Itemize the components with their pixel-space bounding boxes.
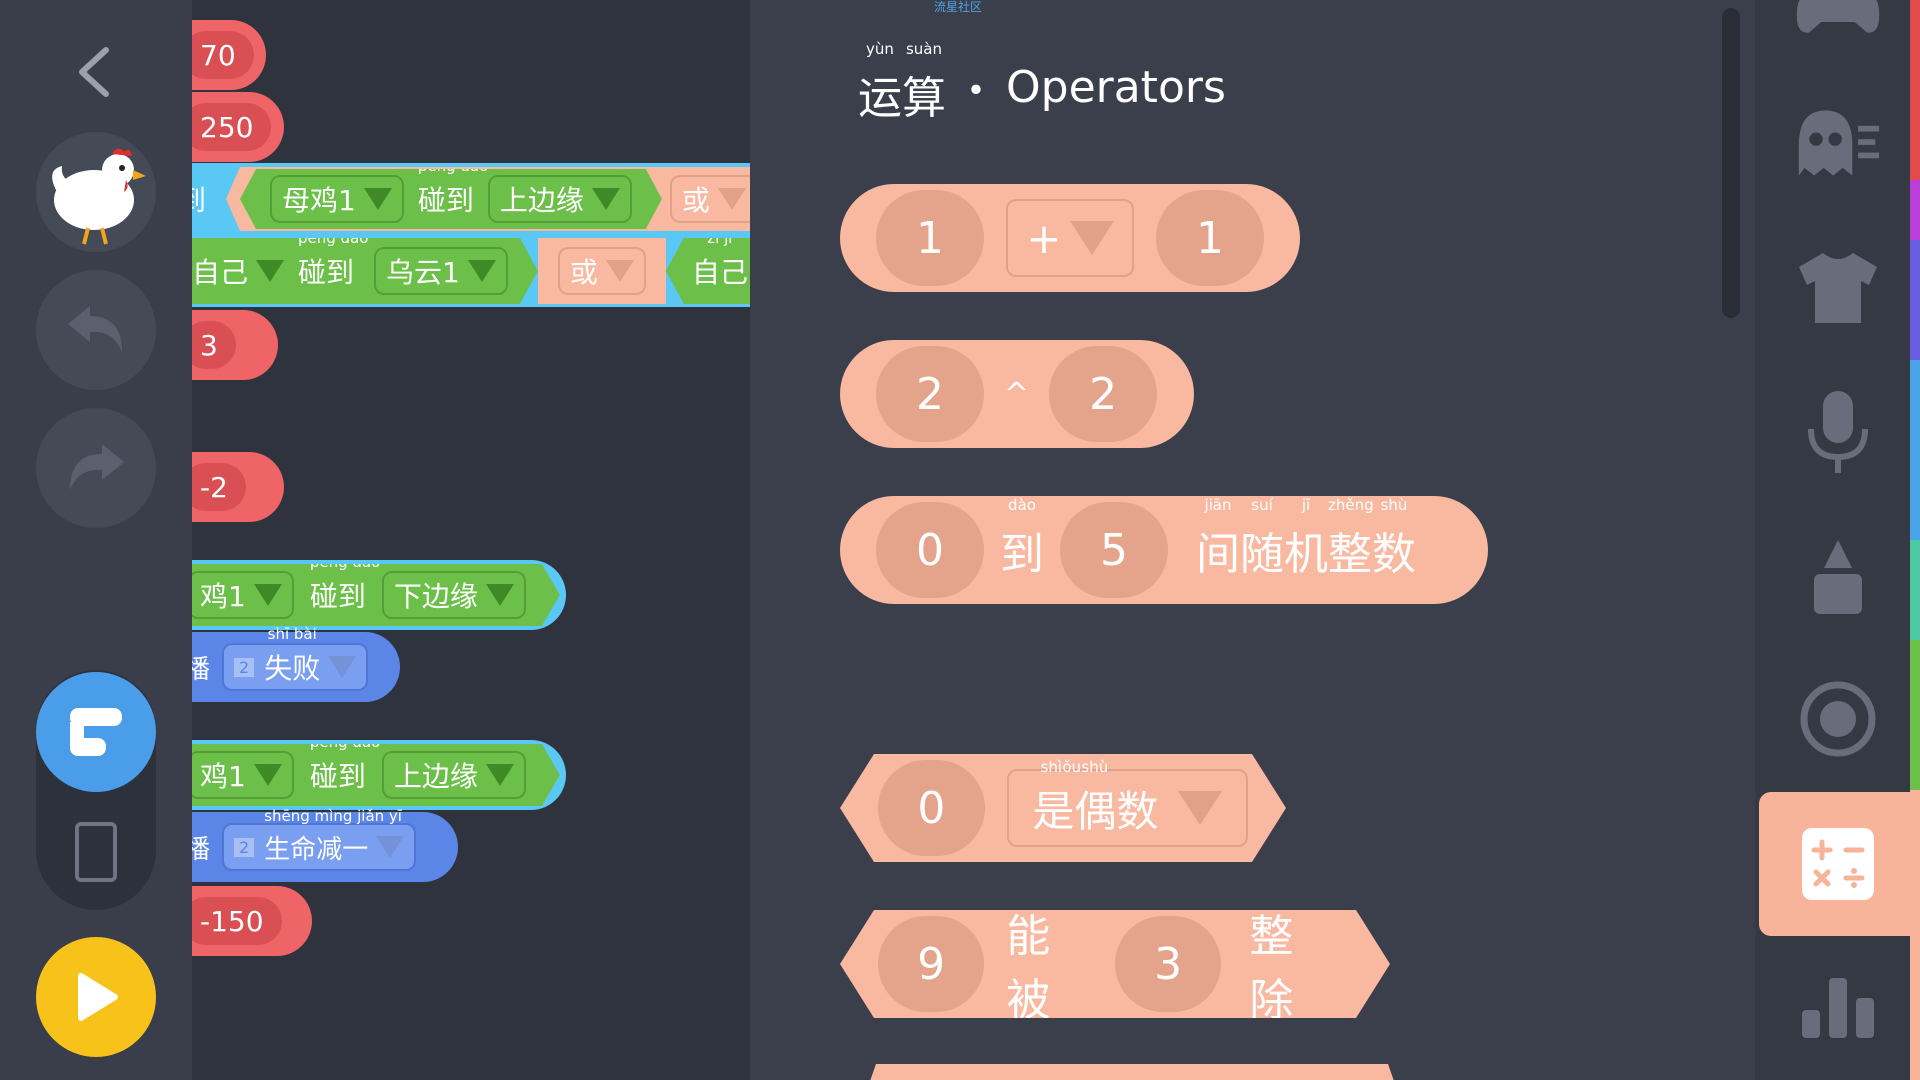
undo-button[interactable]	[36, 270, 156, 390]
sprite-dropdown[interactable]: 母鸡1	[270, 175, 404, 223]
operator-dropdown[interactable]: +	[1006, 199, 1134, 277]
message-number-badge: 2	[234, 837, 255, 857]
left-toolbar	[0, 0, 192, 1080]
message-number-badge: 2	[234, 657, 255, 677]
can-be-label: 能被	[1006, 911, 1051, 1026]
random-from-input[interactable]: 0	[876, 502, 984, 598]
divisor-input[interactable]: 3	[1115, 916, 1221, 1012]
power-base-input[interactable]: 2	[876, 346, 984, 442]
even-input[interactable]: 0	[878, 760, 985, 856]
divided-label: 整除	[1249, 911, 1294, 1026]
power-operator-block[interactable]: 2 ^ 2	[840, 340, 1194, 448]
dividend-input[interactable]: 9	[878, 916, 984, 1012]
palette-scrollbar[interactable]	[1722, 8, 1740, 318]
microphone-icon[interactable]	[1795, 390, 1881, 476]
number-block[interactable]: 3	[192, 310, 278, 380]
add-right-input[interactable]: 1	[1156, 190, 1264, 286]
number-block[interactable]: -150	[192, 886, 312, 956]
watermark-text: 流星社区	[934, 0, 983, 14]
number-value[interactable]: -150	[192, 897, 282, 945]
power-symbol: ^	[1004, 376, 1030, 412]
number-value[interactable]: 70	[192, 31, 254, 79]
undo-icon	[68, 306, 122, 352]
message-label: 失败	[264, 652, 321, 685]
number-value[interactable]: 3	[192, 321, 236, 369]
sprite-dropdown[interactable]: 鸡1	[192, 751, 294, 799]
touch-label: 碰到	[298, 256, 355, 289]
edge-dropdown[interactable]: 下边缘	[382, 571, 526, 619]
add-left-input[interactable]: 1	[876, 190, 984, 286]
sprite-avatar-chicken[interactable]	[36, 132, 156, 252]
or-dropdown[interactable]: 或	[669, 175, 750, 223]
play-button[interactable]	[36, 937, 156, 1057]
self-label: 自己	[192, 256, 249, 289]
target-icon[interactable]	[1795, 676, 1881, 762]
add-operator-block[interactable]: 1 + 1	[840, 184, 1300, 292]
number-block[interactable]: 70	[192, 20, 266, 90]
edge-dropdown[interactable]: 上边缘	[382, 751, 526, 799]
touch-label: 碰到	[309, 580, 366, 613]
shirt-icon[interactable]	[1795, 245, 1881, 331]
to-label: 到	[1000, 529, 1044, 580]
edge-dropdown[interactable]: 上边缘	[488, 175, 632, 223]
gamepad-icon[interactable]	[1795, 0, 1881, 58]
code-blocks-icon	[70, 708, 122, 756]
parity-label: 是偶数	[1032, 786, 1159, 836]
code-mode-button[interactable]	[36, 672, 156, 792]
redo-icon	[70, 444, 124, 490]
random-to-input[interactable]: 5	[1060, 502, 1168, 598]
pen-icon[interactable]	[1795, 535, 1881, 621]
stage-mode-button[interactable]	[36, 792, 156, 912]
watermark-tiny	[192, 0, 194, 2]
block-label: 到	[192, 184, 207, 217]
or-dropdown[interactable]: 或	[557, 247, 646, 295]
next-operator-block-partial[interactable]	[862, 1064, 1402, 1080]
play-icon	[78, 973, 118, 1021]
touch-label: 碰到	[309, 760, 366, 793]
sprite-dropdown[interactable]: 鸡1	[192, 571, 294, 619]
number-block[interactable]: -2	[192, 452, 284, 522]
number-value[interactable]: -2	[192, 463, 246, 511]
message-label: 生命减一	[264, 834, 369, 865]
number-value[interactable]: 250	[192, 103, 272, 151]
target-dropdown[interactable]: 乌云1	[374, 247, 508, 295]
bar-chart-icon[interactable]	[1795, 962, 1881, 1048]
back-icon[interactable]	[70, 42, 120, 102]
tablet-icon	[75, 822, 117, 882]
redo-button[interactable]	[36, 408, 156, 528]
category-color-strip	[1910, 0, 1920, 1080]
ghost-icon[interactable]	[1795, 100, 1881, 186]
category-bar	[1755, 0, 1920, 1080]
power-exponent-input[interactable]: 2	[1049, 346, 1158, 442]
palette-title-english: Operators	[1006, 61, 1226, 113]
self-label: 自己	[691, 256, 748, 289]
number-block[interactable]: 250	[192, 92, 284, 162]
calculator-icon[interactable]	[1795, 821, 1881, 907]
touch-label: 碰到	[417, 184, 474, 217]
